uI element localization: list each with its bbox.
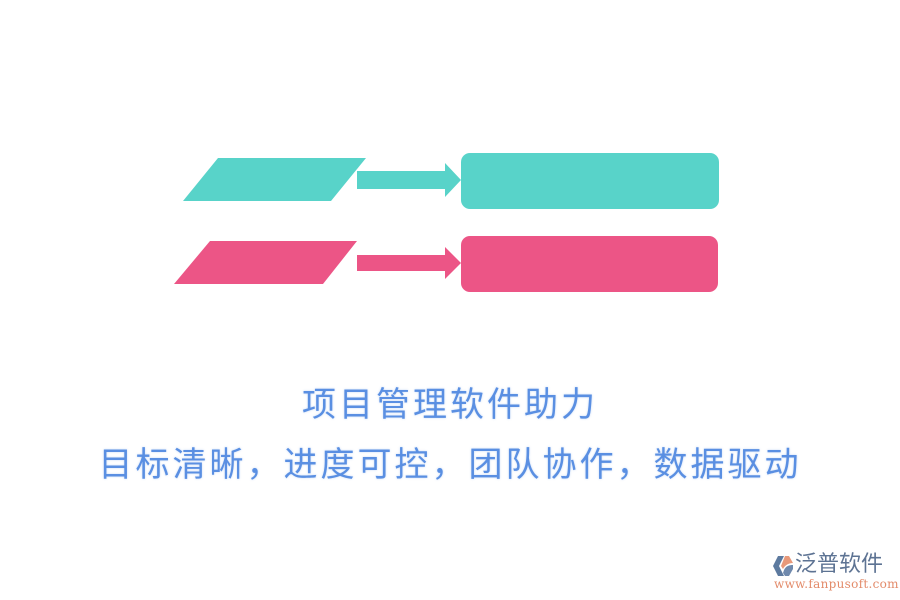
logo-url-text: www.fanpusoft.com bbox=[774, 577, 899, 591]
logo-brand-name: 泛普软件 bbox=[795, 552, 884, 577]
arrow-right-icon bbox=[357, 163, 461, 197]
diagram-row-1 bbox=[183, 153, 719, 209]
arrow-right-icon bbox=[357, 247, 461, 279]
brand-logo: 泛普软件 www.fanpusoft.com bbox=[770, 552, 899, 594]
input-parallelogram-teal bbox=[183, 158, 366, 201]
input-parallelogram-pink bbox=[174, 241, 357, 284]
fanpu-logo-icon bbox=[773, 556, 793, 576]
diagram-row-2 bbox=[174, 236, 718, 292]
output-box-teal bbox=[461, 153, 719, 209]
output-box-pink bbox=[461, 236, 718, 292]
caption-subtitle: 目标清晰，进度可控，团队协作，数据驱动 bbox=[98, 445, 802, 485]
caption-title: 项目管理软件助力 bbox=[302, 385, 598, 425]
